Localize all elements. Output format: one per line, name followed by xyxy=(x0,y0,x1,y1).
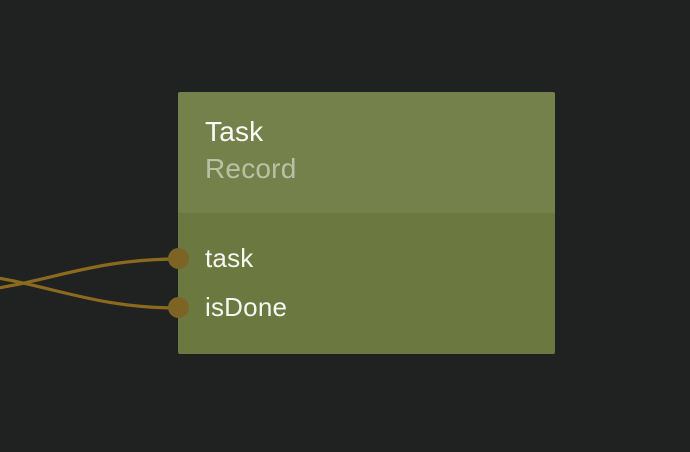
node-title: Task xyxy=(205,116,264,147)
node-body: task isDone xyxy=(168,213,555,354)
node-header[interactable]: Task Record xyxy=(178,92,555,213)
field-label-task: task xyxy=(205,243,254,273)
field-label-isdone: isDone xyxy=(205,292,288,322)
field-row-task[interactable]: task xyxy=(168,234,555,283)
edge-wire-task[interactable] xyxy=(0,257,180,292)
field-row-isdone[interactable]: isDone xyxy=(168,283,555,332)
node-subtitle: Record xyxy=(205,153,297,184)
port-handle-task[interactable] xyxy=(168,248,189,269)
node-task[interactable]: Task Record task isDone xyxy=(168,92,555,354)
port-handle-isdone[interactable] xyxy=(168,297,189,318)
edge-wire-isdone[interactable] xyxy=(0,274,180,310)
